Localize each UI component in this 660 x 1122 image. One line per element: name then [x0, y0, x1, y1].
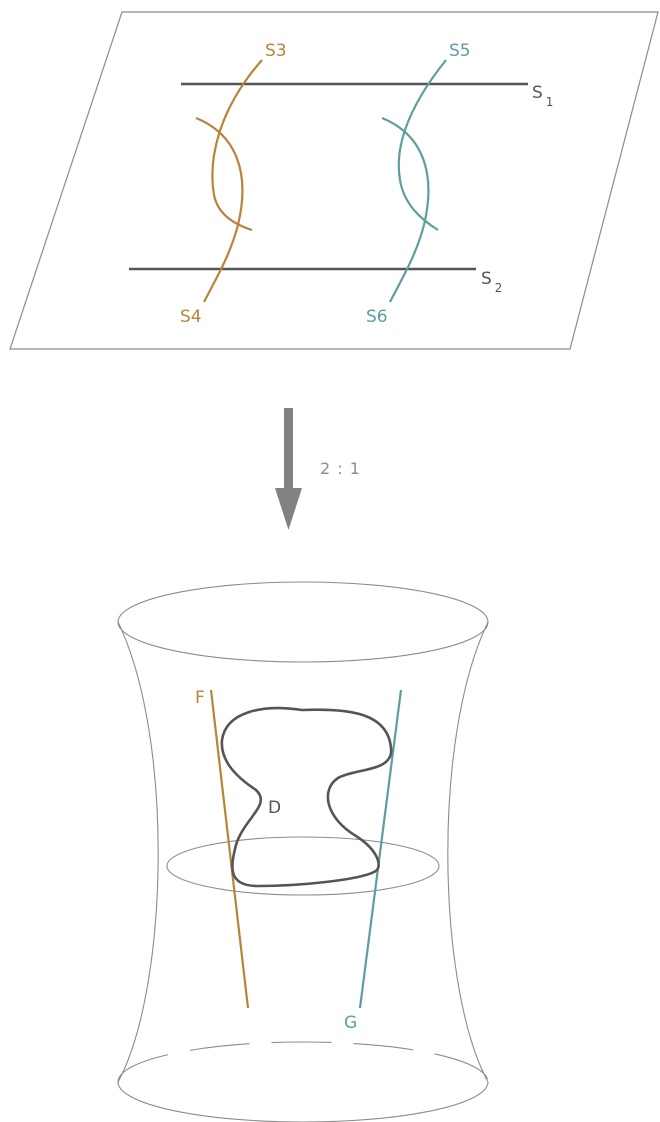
waist-rim — [166, 836, 440, 896]
label-s6: S6 — [366, 307, 388, 327]
line-g — [358, 689, 403, 1009]
label-s5: S5 — [449, 41, 471, 61]
top-rim — [117, 581, 489, 663]
label-f: F — [195, 688, 205, 708]
line-f — [209, 689, 250, 1009]
label-d: D — [268, 798, 281, 818]
right-profile — [447, 621, 489, 1083]
left-profile — [117, 621, 159, 1083]
label-s3: S3 — [265, 41, 287, 61]
curve-s4 — [195, 116, 244, 303]
label-s4: S4 — [180, 307, 202, 327]
map-arrow: 2 : 1 — [275, 408, 361, 530]
bottom-rim-back — [117, 1041, 489, 1083]
label-g: G — [344, 1013, 357, 1033]
arrow-shaft — [284, 408, 293, 490]
arrow-ratio-label: 2 : 1 — [320, 459, 361, 478]
curve-s5 — [397, 59, 447, 231]
plane-parallelogram — [9, 11, 659, 350]
curve-s6 — [381, 116, 430, 303]
curve-s3 — [211, 59, 263, 232]
curve-d — [220, 706, 393, 888]
hyperboloid: F D G — [117, 581, 489, 1122]
bottom-rim-front — [117, 1081, 489, 1122]
arrow-head — [275, 488, 302, 530]
